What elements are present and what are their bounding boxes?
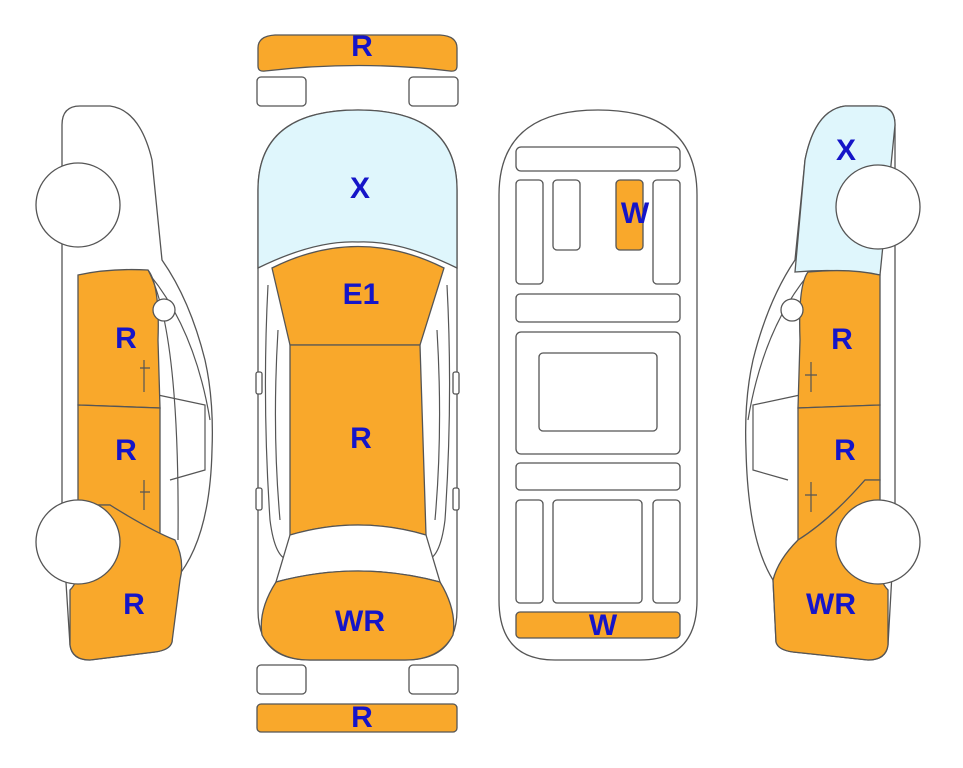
floor-front-label: W (621, 197, 650, 230)
top-left-door-line (264, 284, 291, 561)
left-rear-handle (140, 480, 150, 510)
trunk-label: WR (335, 605, 385, 638)
right-window-line-2 (752, 394, 801, 481)
right-taillight (408, 664, 459, 695)
left-mirror-blob (152, 298, 176, 322)
right-rear-handle (805, 482, 817, 512)
left-headlight (256, 76, 307, 107)
left-rear-wheel (35, 499, 121, 585)
rear-bumper-label: R (351, 701, 373, 734)
roof-label: R (350, 422, 372, 455)
left-side-view: R R R (35, 105, 214, 661)
front-bumper-panel[interactable] (257, 34, 458, 72)
top-left-pillar-line (274, 329, 281, 521)
under-floor-pan (538, 352, 658, 432)
right-handle (452, 487, 460, 511)
left-front-wheel (35, 162, 121, 248)
top-right-pillar-line (434, 329, 441, 521)
left-window-line (149, 274, 211, 421)
hood-label: E1 (343, 278, 380, 311)
under-front-crossmember (515, 146, 681, 172)
right-front-door-panel[interactable] (797, 269, 881, 409)
under-rear-left-rail (515, 499, 544, 604)
front-bumper-label: R (351, 30, 373, 63)
left-front-door-label: R (115, 322, 137, 355)
right-side-view: X R R WR (744, 105, 921, 661)
under-rear-crossmember (515, 462, 681, 491)
right-front-wheel (835, 164, 921, 250)
right-front-fender-label: X (836, 134, 856, 167)
right-headlight (408, 76, 459, 107)
under-mid-crossmember (515, 293, 681, 323)
top-view: R X E1 R WR R (255, 30, 460, 734)
trunk-panel[interactable] (260, 570, 455, 661)
windshield-panel[interactable] (257, 109, 458, 270)
left-rear-quarter-label: R (123, 588, 145, 621)
top-right-door-line (424, 284, 451, 561)
right-front-handle (805, 362, 817, 392)
under-front-left-inner (552, 179, 581, 251)
left-window-line-2 (157, 394, 206, 481)
left-door-edge (147, 269, 179, 541)
under-rear-right-rail (652, 499, 681, 604)
right-front-door-label: R (831, 323, 853, 356)
right-rear-door-label: R (834, 434, 856, 467)
right-window-line (747, 274, 809, 421)
under-front-left-rail (515, 179, 544, 285)
floor-front-panel[interactable] (615, 179, 644, 251)
windshield-label: X (350, 172, 370, 205)
left-handle (255, 487, 263, 511)
under-front-right-rail (652, 179, 681, 285)
right-rear-quarter-label: WR (806, 588, 856, 621)
left-mirror (255, 371, 263, 395)
right-mirror-blob (780, 298, 804, 322)
right-rear-wheel (835, 499, 921, 585)
hood-panel[interactable] (271, 245, 445, 346)
right-mirror (452, 371, 460, 395)
under-rear-center (552, 499, 643, 604)
underbody-view: W W (498, 109, 698, 661)
left-front-handle (140, 360, 150, 392)
left-taillight (256, 664, 307, 695)
floor-rear-panel[interactable] (515, 611, 681, 639)
left-rear-door-label: R (115, 434, 137, 467)
rear-bumper-panel[interactable] (256, 703, 458, 733)
floor-rear-label: W (589, 609, 618, 642)
